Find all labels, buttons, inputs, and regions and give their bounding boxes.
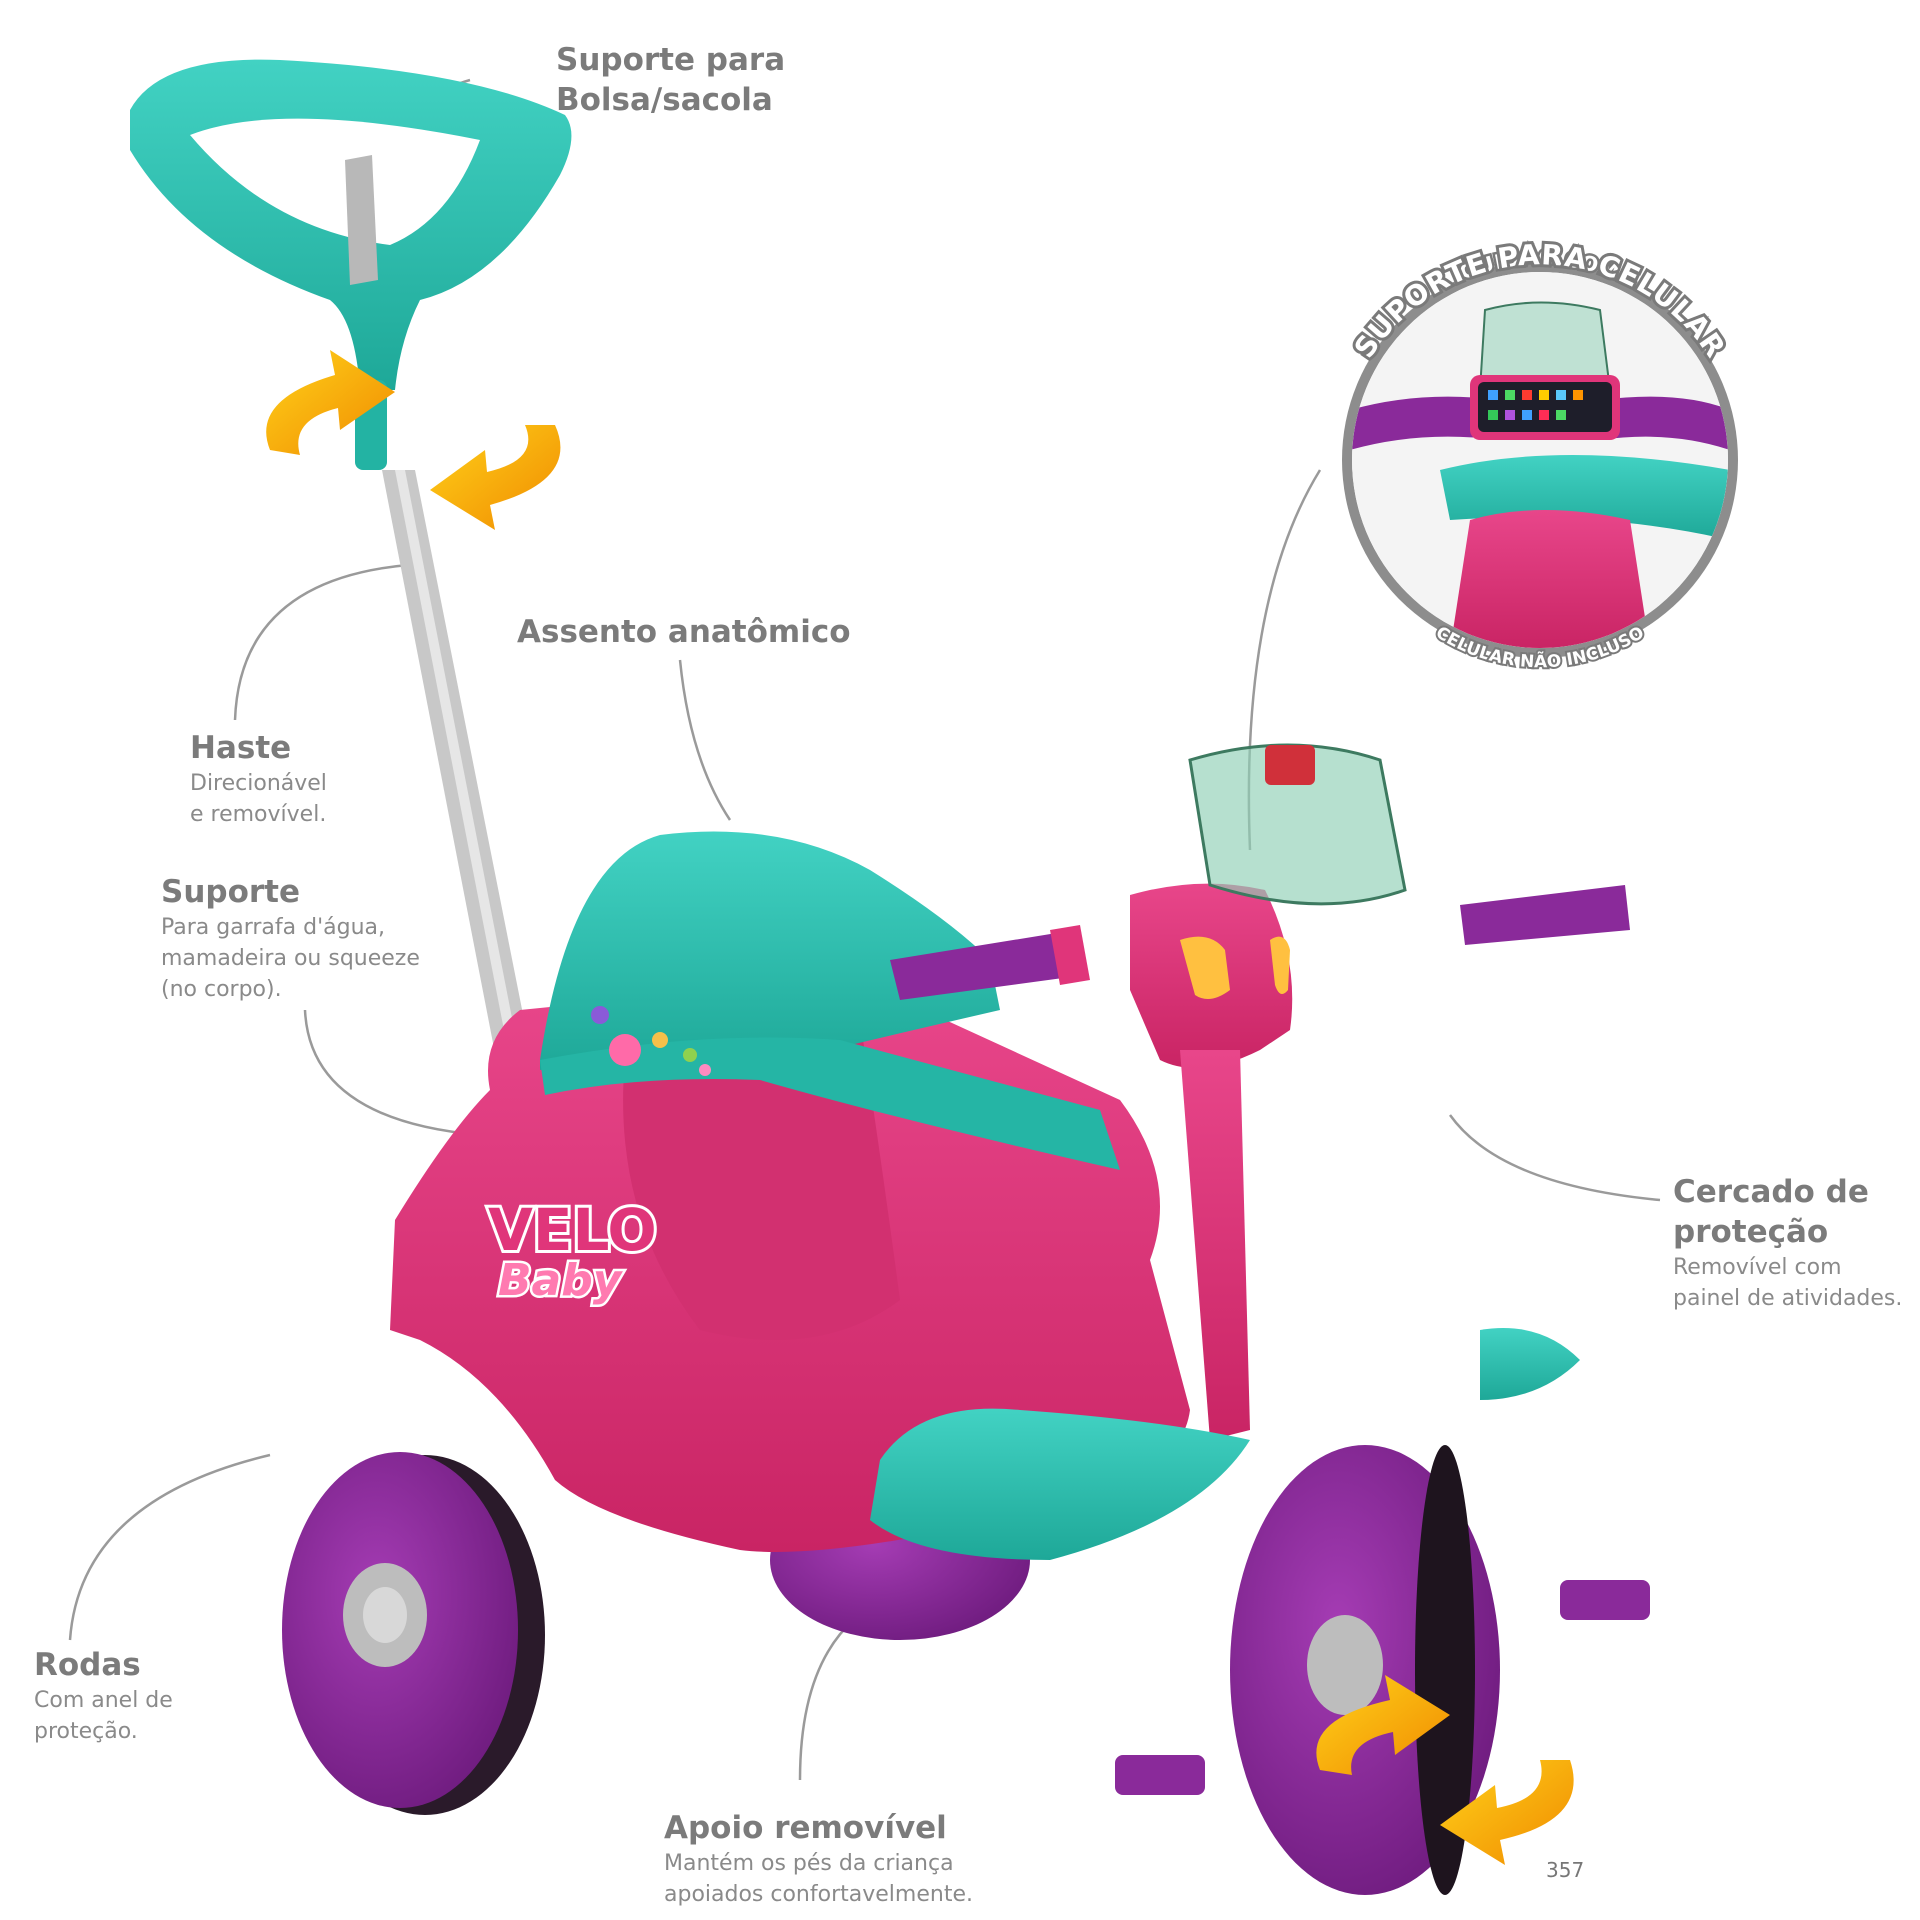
callout-title: Suporte [161, 874, 301, 910]
callout-desc: Mantém os pés da criança [664, 1851, 954, 1876]
svg-text:Baby: Baby [498, 1255, 624, 1306]
rotation-arrow-icon [266, 350, 561, 530]
rotation-arrow-icon-bottom [1316, 1675, 1574, 1865]
callout-seat: Assento anatômico [517, 612, 851, 652]
callout-title: Haste [190, 730, 292, 766]
callout-desc: Para garrafa d'água, [161, 915, 386, 940]
callout-desc: apoiados confortavelmente. [664, 1882, 973, 1907]
callout-desc: painel de atividades. [1673, 1286, 1903, 1311]
callout-title: Apoio removível [664, 1810, 947, 1846]
flower-decoration [591, 1006, 711, 1076]
page-number: 357 [1546, 1858, 1585, 1882]
callout-desc: e removível. [190, 802, 327, 827]
callout-bag-support: Suporte para Bolsa/sacola [556, 40, 785, 120]
trike-body [390, 743, 1630, 1560]
callout-footrest: Apoio removível Mantém os pés da criança… [664, 1808, 973, 1910]
callout-desc: mamadeira ou squeeze [161, 946, 420, 971]
callout-title: Rodas [34, 1647, 141, 1683]
callout-desc: Com anel de [34, 1688, 173, 1713]
callout-title: proteção [1673, 1214, 1829, 1250]
phone-app-grid-icon [1488, 390, 1583, 420]
rear-wheel [282, 1452, 545, 1815]
callout-title: Suporte para [556, 42, 786, 78]
callout-desc: (no corpo). [161, 977, 282, 1002]
callout-title: Bolsa/sacola [556, 82, 773, 118]
callout-desc: Direcionável [190, 771, 327, 796]
callout-wheels: Rodas Com anel de proteção. [34, 1645, 173, 1747]
leader-lines [68, 78, 1661, 1781]
phone-holder-inset: GUIDÃO COM SUPORTE PARA CELULAR CELULAR … [1342, 235, 1738, 674]
callout-title: Cercado de [1673, 1174, 1869, 1210]
svg-text:VELO: VELO [488, 1196, 657, 1264]
callout-bottle-support: Suporte Para garrafa d'água, mamadeira o… [161, 872, 420, 1005]
front-wheel [1115, 1445, 1650, 1895]
callout-title: Assento anatômico [517, 614, 851, 650]
callout-desc: proteção. [34, 1719, 138, 1744]
brand-logo: VELO Baby [485, 1193, 660, 1309]
callout-desc: Removível com [1673, 1255, 1842, 1280]
callout-guard: Cercado de proteção Removível com painel… [1673, 1172, 1902, 1314]
callout-rod: Haste Direcionável e removível. [190, 728, 327, 830]
